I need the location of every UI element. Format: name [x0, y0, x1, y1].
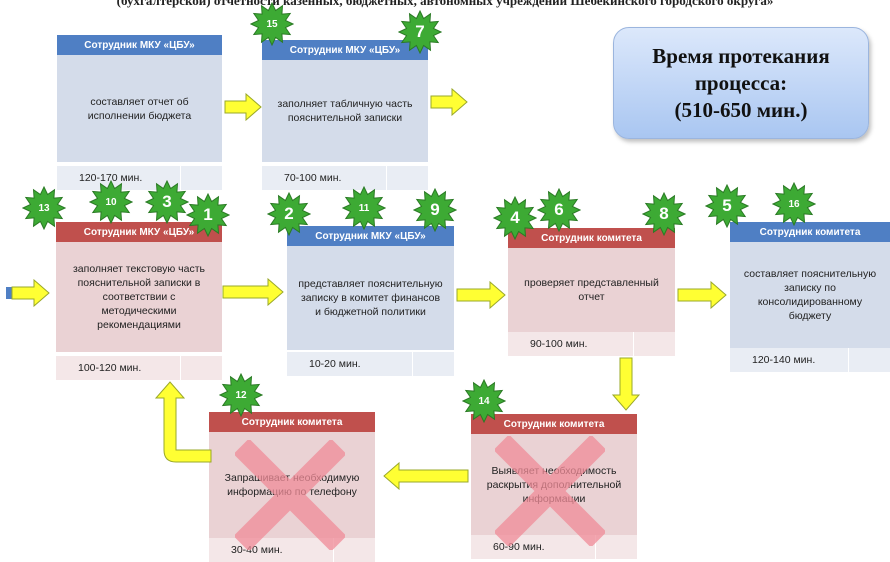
starburst-shape: [462, 379, 506, 423]
step-card-6: Сотрудник комитета составляет пояснитель…: [730, 222, 890, 374]
step-card-text: составляет отчет об исполнении бюджета: [57, 55, 222, 162]
step-card-time: 90-100 мин.: [530, 338, 588, 350]
step-card-title: Сотрудник МКУ «ЦБУ»: [287, 226, 454, 246]
starburst-shape: [772, 182, 816, 226]
starburst-shape: [89, 180, 133, 224]
diagram-header: (бухгалтерской) отчетности казенных, бюд…: [116, 0, 774, 8]
step-card-text: заполняет текстовую часть пояснительной …: [56, 242, 222, 352]
arrow-right-icon: [430, 88, 468, 116]
step-number-badge: 15: [250, 2, 294, 46]
step-card-title: Сотрудник комитета: [209, 412, 375, 432]
starburst-shape: [267, 192, 311, 236]
step-card-time: 70-100 мин.: [284, 172, 342, 184]
step-card-footer: 10-20 мин.: [287, 352, 454, 376]
step-card-footer: 120-140 мин.: [730, 348, 890, 372]
starburst-shape: [145, 180, 189, 224]
step-number-badge: 13: [22, 186, 66, 230]
step-card-title: Сотрудник МКУ «ЦБУ»: [56, 222, 222, 242]
step-card-time: 120-140 мин.: [752, 354, 816, 366]
step-card-2: Сотрудник МКУ «ЦБУ» заполняет табличную …: [262, 40, 428, 190]
starburst-shape: [537, 188, 581, 232]
arrow-right-icon: [6, 279, 50, 307]
timebox-line-3: (510-650 мин.): [674, 97, 808, 122]
starburst-shape: [413, 188, 457, 232]
step-card-text: Запрашивает необходимую информацию по те…: [209, 432, 375, 538]
step-card-text: составляет пояснительную записку по конс…: [730, 242, 890, 348]
step-card-footer: 70-100 мин.: [262, 166, 428, 190]
arrow-return-icon: [154, 381, 212, 463]
starburst-shape: [493, 196, 537, 240]
step-number-badge: 14: [462, 379, 506, 423]
step-card-title: Сотрудник МКУ «ЦБУ»: [57, 35, 222, 55]
starburst-shape: [705, 184, 749, 228]
step-card-time: 10-20 мин.: [309, 358, 361, 370]
starburst-shape: [219, 373, 263, 417]
arrow-right-icon: [222, 278, 284, 306]
step-card-1: Сотрудник МКУ «ЦБУ» составляет отчет об …: [57, 35, 222, 190]
step-card-time: 120-170 мин.: [79, 172, 143, 184]
starburst-shape: [22, 186, 66, 230]
timebox-line-2: процесса:: [694, 70, 788, 95]
step-number-badge: 7: [398, 10, 442, 54]
step-number-badge: 12: [219, 373, 263, 417]
step-card-title: Сотрудник комитета: [508, 228, 675, 248]
process-time-box: Время протекания процесса: (510-650 мин.…: [613, 27, 869, 139]
starburst-shape: [250, 2, 294, 46]
step-number-badge: 9: [413, 188, 457, 232]
cross-out-icon: [235, 440, 345, 550]
starburst-shape: [398, 10, 442, 54]
step-card-title: Сотрудник комитета: [471, 414, 637, 434]
step-card-footer: 30-40 мин.: [209, 538, 375, 562]
step-number-badge: 10: [89, 180, 133, 224]
arrow-right-icon: [456, 281, 506, 309]
step-card-text: проверяет представленный отчет: [508, 248, 675, 332]
step-number-badge: 6: [537, 188, 581, 232]
step-card-footer: 90-100 мин.: [508, 332, 675, 356]
step-card-text: заполняет табличную часть пояснительной …: [262, 60, 428, 162]
step-number-badge: 1: [186, 193, 230, 237]
step-card-5: Сотрудник комитета проверяет представлен…: [508, 228, 675, 356]
starburst-shape: [186, 193, 230, 237]
step-card-footer: 100-120 мин.: [56, 356, 222, 380]
starburst-shape: [342, 186, 386, 230]
step-number-badge: 3: [145, 180, 189, 224]
arrow-right-icon: [677, 281, 727, 309]
step-number-badge: 16: [772, 182, 816, 226]
step-card-3: Сотрудник МКУ «ЦБУ» заполняет текстовую …: [56, 222, 222, 380]
timebox-line-1: Время протекания: [652, 43, 830, 68]
step-card-time: 30-40 мин.: [231, 544, 283, 556]
step-card-4: Сотрудник МКУ «ЦБУ» представляет пояснит…: [287, 226, 454, 376]
step-card-8: Сотрудник комитета Запрашивает необходим…: [209, 412, 375, 562]
cross-out-icon: [495, 436, 605, 546]
arrow-right-icon: [224, 93, 262, 121]
step-card-time: 100-120 мин.: [78, 362, 142, 374]
step-number-badge: 8: [642, 192, 686, 236]
step-number-badge: 2: [267, 192, 311, 236]
step-card-footer: 120-170 мин.: [57, 166, 222, 190]
arrow-left-icon: [383, 462, 469, 490]
step-card-title: Сотрудник МКУ «ЦБУ»: [262, 40, 428, 60]
step-number-badge: 5: [705, 184, 749, 228]
step-number-badge: 4: [493, 196, 537, 240]
step-card-title: Сотрудник комитета: [730, 222, 890, 242]
step-card-text: представляет пояснительную записку в ком…: [287, 246, 454, 350]
step-number-badge: 11: [342, 186, 386, 230]
starburst-shape: [642, 192, 686, 236]
arrow-down-icon: [612, 357, 640, 411]
